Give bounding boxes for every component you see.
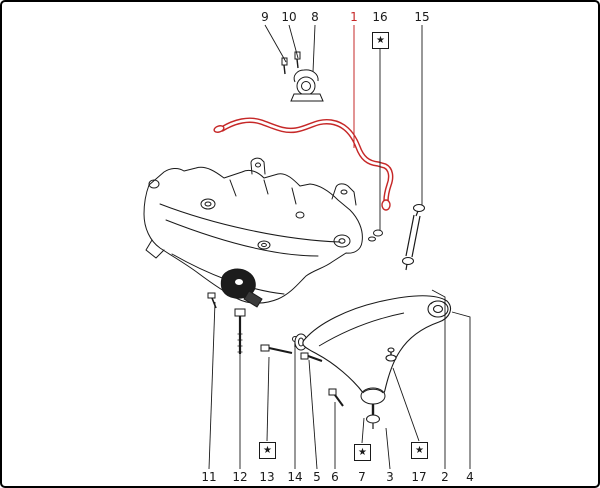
star-marker-icon: ★ <box>372 32 389 49</box>
callout-4: 4 <box>466 470 474 484</box>
callout-9: 9 <box>261 10 269 24</box>
star-marker-icon: ★ <box>259 442 276 459</box>
mount-bracket <box>207 268 263 309</box>
ball-joint <box>360 387 386 429</box>
callout-14: 14 <box>287 470 303 484</box>
pivot-bolts <box>260 333 323 362</box>
callout-5: 5 <box>313 470 321 484</box>
stabilizer-link <box>368 204 425 271</box>
stabilizer-clamp-bushing <box>281 51 324 102</box>
subframe-crossmember <box>143 157 363 304</box>
callout-16: 16 <box>372 10 388 24</box>
callout-8: 8 <box>311 10 319 24</box>
callout-2: 2 <box>441 470 449 484</box>
callout-12: 12 <box>232 470 248 484</box>
callout-13: 13 <box>259 470 275 484</box>
callout-10: 10 <box>281 10 297 24</box>
callout-11: 11 <box>201 470 217 484</box>
star-marker-icon: ★ <box>354 444 371 461</box>
callout-3: 3 <box>386 470 394 484</box>
callout-7: 7 <box>358 470 366 484</box>
callout-6: 6 <box>331 470 339 484</box>
callout-1-highlighted: 1 <box>350 10 358 24</box>
stabilizer-bar <box>213 117 394 211</box>
callout-17: 17 <box>411 470 427 484</box>
arm-bolt <box>328 388 344 407</box>
lower-control-arm <box>302 295 451 400</box>
star-marker-icon: ★ <box>411 442 428 459</box>
callout-15: 15 <box>414 10 430 24</box>
leader-lines <box>208 24 471 470</box>
